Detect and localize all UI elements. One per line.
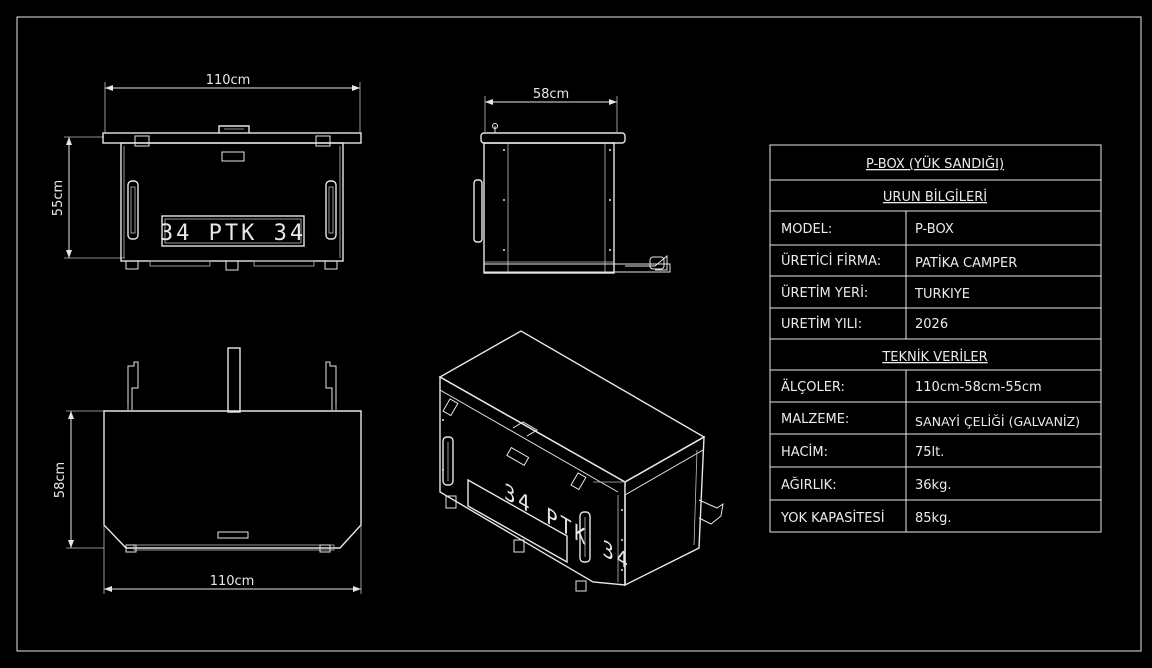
table-title: P-BOX (YÜK SANDIĞI) bbox=[866, 155, 1004, 172]
front-view: 110cm 55cm 34 PTK 34 bbox=[51, 73, 362, 271]
spec-table: P-BOX (YÜK SANDIĞI) URUN BİLGİLERİ MODEL… bbox=[769, 144, 1102, 533]
row-label: URETİM YILI: bbox=[781, 316, 862, 332]
row-label: HACİM: bbox=[781, 444, 828, 460]
row-label: YOK KAPASİTESİ bbox=[780, 510, 885, 526]
row-label: MODEL: bbox=[781, 222, 832, 237]
row-label: ÜRETİM YERİ: bbox=[781, 284, 868, 301]
top-view: 58cm 110cm bbox=[53, 347, 362, 594]
row-value: 110cm-58cm-55cm bbox=[915, 380, 1042, 395]
row-label: ÄLÇOLER: bbox=[781, 379, 845, 395]
row-value: PATİKA CAMPER bbox=[915, 255, 1017, 271]
row-label: MALZEME: bbox=[781, 412, 849, 427]
side-width-label: 58cm bbox=[533, 87, 569, 102]
row-label: ÜRETİCİ FİRMA: bbox=[781, 252, 881, 269]
row-value: TURKIYE bbox=[914, 287, 970, 302]
section-product-info: URUN BİLGİLERİ bbox=[883, 189, 987, 205]
isometric-view: 34 PTK 34 bbox=[438, 330, 724, 592]
row-label: AĞIRLIK: bbox=[781, 477, 837, 493]
section-technical-data: TEKNİK VERİLER bbox=[881, 349, 987, 365]
row-value: 36kg. bbox=[915, 478, 951, 493]
side-view: 58cm bbox=[473, 87, 671, 274]
drawing-frame bbox=[16, 16, 1142, 652]
row-value: 85kg. bbox=[915, 511, 951, 526]
front-width-label: 110cm bbox=[206, 73, 251, 88]
row-value: 75lt. bbox=[915, 445, 944, 460]
top-depth-label: 58cm bbox=[53, 462, 68, 498]
row-value: 2026 bbox=[915, 317, 948, 332]
row-value: SANAYİ ÇELİĞİ (GALVANİZ) bbox=[915, 414, 1080, 429]
front-plate-text: 34 PTK 34 bbox=[160, 221, 306, 246]
row-value: P-BOX bbox=[915, 222, 954, 237]
top-width-label: 110cm bbox=[210, 574, 255, 589]
front-height-label: 55cm bbox=[51, 180, 66, 216]
